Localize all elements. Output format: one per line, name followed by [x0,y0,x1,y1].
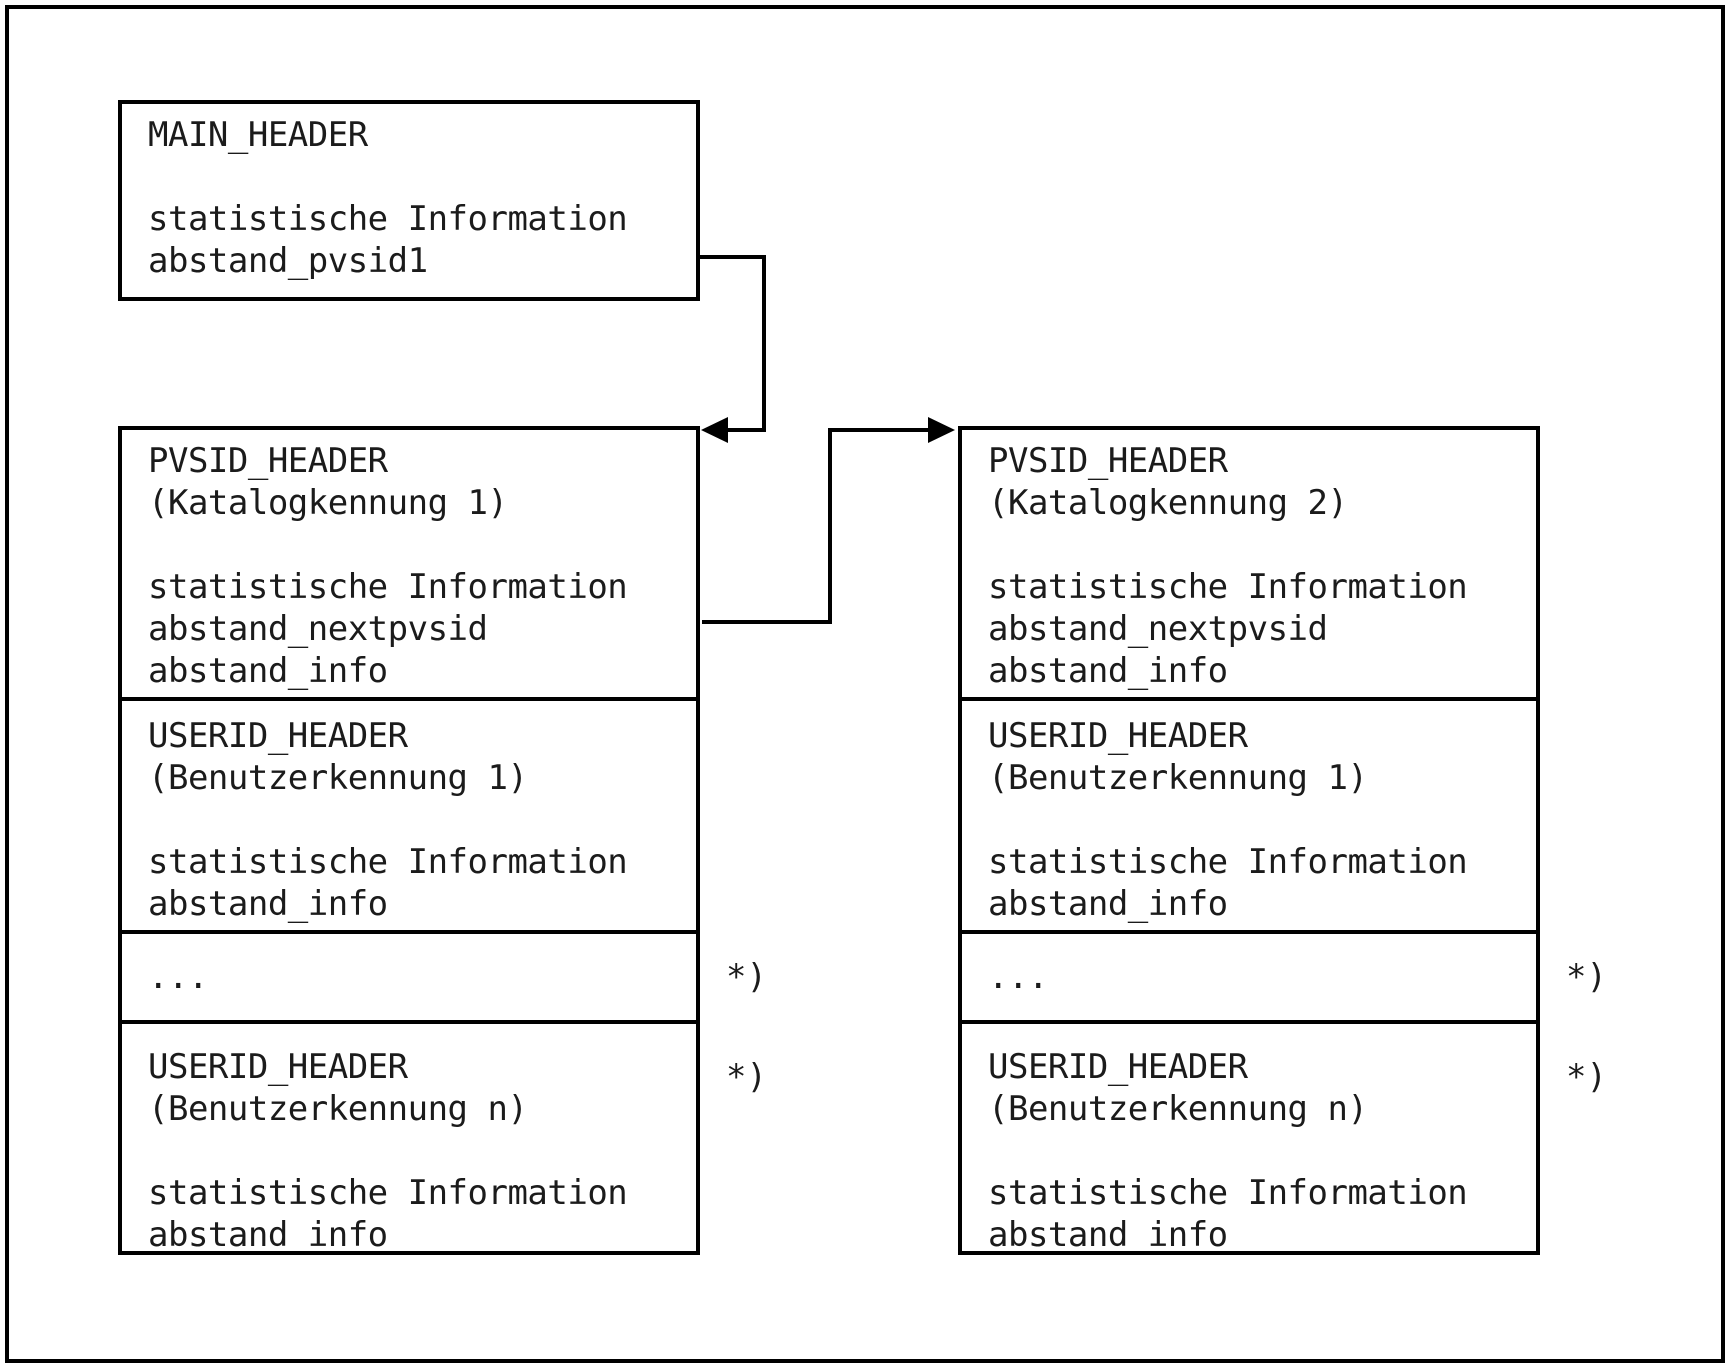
box-line: USERID_HEADER [148,1047,408,1087]
arrow-pvsid1-to-pvsid2-segment [702,620,832,624]
box-line: statistische Information [148,199,628,239]
pvsid1-ellipsis-section: ... [122,930,696,1020]
box-line: abstand_info [148,651,388,691]
box-line: statistische Information [988,1173,1468,1213]
arrow-main-to-pvsid1-segment [714,428,766,432]
box-line: abstand_info [988,884,1228,924]
pvsid2-stack: PVSID_HEADER (Katalogkennung 2) statisti… [958,426,1540,1255]
arrow-main-to-pvsid1-segment [700,255,766,259]
outer-border [5,5,1725,1363]
box-line: (Katalogkennung 1) [148,483,508,523]
box-line: ... [988,957,1048,997]
pvsid2-ellipsis-section: ... [962,930,1536,1020]
box-line: abstand_info [988,1215,1228,1251]
box-line: ... [148,957,208,997]
pvsid2-userid1-section: USERID_HEADER (Benutzerkennung 1) statis… [962,697,1536,930]
box-line: PVSID_HEADER [148,441,388,481]
footnote-marker: *) [1566,957,1607,997]
box-line: (Benutzerkennung n) [988,1089,1368,1129]
box-line [148,799,696,841]
box-line: abstand_info [148,1215,388,1251]
box-line [988,799,1536,841]
box-line [988,1130,1536,1172]
box-line [988,524,1536,566]
footnote-marker: *) [726,957,767,997]
pvsid2-header-section: PVSID_HEADER (Katalogkennung 2) statisti… [962,430,1536,697]
box-line: USERID_HEADER [988,1047,1248,1087]
box-line: statistische Information [988,842,1468,882]
box-line: (Benutzerkennung 1) [148,758,528,798]
arrow-main-to-pvsid1-segment [762,255,766,432]
footnote-marker: *) [1566,1057,1607,1097]
box-line: abstand_info [988,651,1228,691]
box-line: statistische Information [148,842,628,882]
main-header-box: MAIN_HEADER statistische Information abs… [118,100,700,301]
arrow-pvsid1-to-pvsid2-segment [828,428,832,624]
box-line [148,1130,696,1172]
box-line [148,156,696,198]
arrowhead-left-icon [701,417,728,443]
pvsid2-useridn-section: USERID_HEADER (Benutzerkennung n) statis… [962,1020,1536,1251]
box-line: statistische Information [148,1173,628,1213]
box-line: abstand_nextpvsid [988,609,1328,649]
pvsid1-stack: PVSID_HEADER (Katalogkennung 1) statisti… [118,426,700,1255]
box-line [148,524,696,566]
pvsid1-userid1-section: USERID_HEADER (Benutzerkennung 1) statis… [122,697,696,930]
box-line: abstand_nextpvsid [148,609,488,649]
pvsid1-useridn-section: USERID_HEADER (Benutzerkennung n) statis… [122,1020,696,1251]
box-line: (Benutzerkennung n) [148,1089,528,1129]
box-line: (Benutzerkennung 1) [988,758,1368,798]
main-header-text: MAIN_HEADER statistische Information abs… [122,104,696,282]
box-line: MAIN_HEADER [148,115,368,155]
box-line: (Katalogkennung 2) [988,483,1348,523]
box-line: statistische Information [988,567,1468,607]
box-line: USERID_HEADER [988,716,1248,756]
box-line: abstand_info [148,884,388,924]
arrow-pvsid1-to-pvsid2-segment [828,428,928,432]
box-line: USERID_HEADER [148,716,408,756]
pvsid1-header-section: PVSID_HEADER (Katalogkennung 1) statisti… [122,430,696,697]
footnote-marker: *) [726,1057,767,1097]
box-line: statistische Information [148,567,628,607]
box-line: abstand_pvsid1 [148,241,428,281]
arrowhead-right-icon [928,417,955,443]
box-line: PVSID_HEADER [988,441,1228,481]
